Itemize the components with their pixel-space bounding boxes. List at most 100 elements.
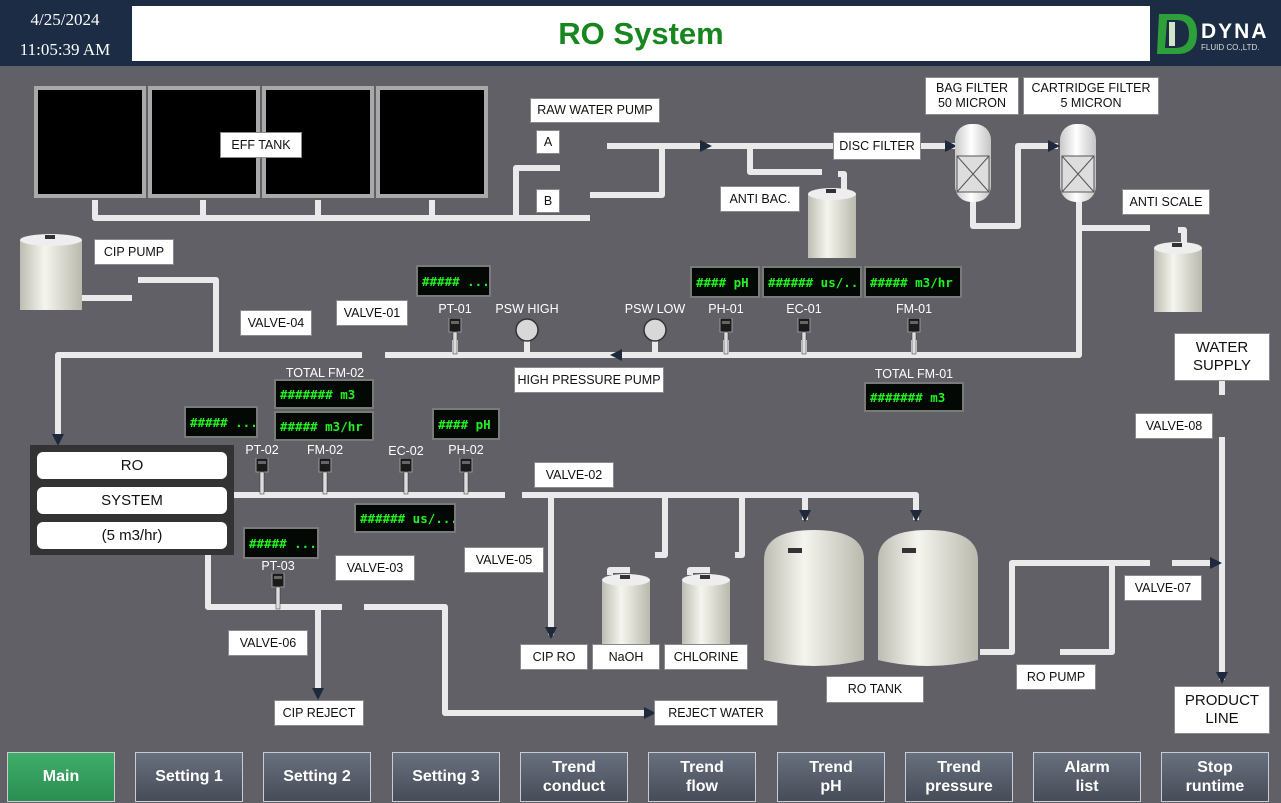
nav-main-button[interactable]: Main xyxy=(7,752,115,802)
dyna-logo: DYNA FLUID CO.,LTD. xyxy=(1153,8,1275,60)
bag-filter-label-line2: 50 MICRON xyxy=(937,96,1007,110)
ec-01-display: ###### us/... xyxy=(762,266,862,298)
cartridge-filter-label-line2: 5 MICRON xyxy=(1060,96,1122,110)
bag-filter-vessel xyxy=(955,124,991,202)
valve-02-button[interactable]: VALVE-02 xyxy=(534,462,614,488)
cartridge-filter-label-line1: CARTRIDGE FILTER xyxy=(1031,81,1151,95)
pt-02-tag: PT-02 xyxy=(245,443,279,457)
pump-a-button[interactable]: A xyxy=(536,130,560,154)
header-bar: 4/25/2024 11:05:39 AM RO System DYNA FLU… xyxy=(0,0,1281,66)
pt-03-sensor-icon xyxy=(271,573,285,610)
naoh-label: NaOH xyxy=(592,644,660,670)
ec-01-sensor-icon xyxy=(797,318,811,355)
psw-low-gauge xyxy=(643,318,667,342)
nav-trend-pressure-button[interactable]: Trend pressure xyxy=(905,752,1013,802)
anti-scale-tank xyxy=(1154,242,1202,312)
nav-trend-ph-button[interactable]: Trend pH xyxy=(777,752,885,802)
cip-ro-label: CIP RO xyxy=(520,644,588,670)
pt-03-display: ##### ... xyxy=(243,527,319,559)
total-fm-01-display: ####### m3 xyxy=(864,382,964,412)
product-line-line2: LINE xyxy=(1205,710,1239,727)
ec-02-sensor-icon xyxy=(399,458,413,495)
cip-tank xyxy=(20,234,82,310)
ph-01-display: #### pH xyxy=(690,266,760,298)
cartridge-filter-vessel xyxy=(1060,124,1096,202)
ro-system-line2: SYSTEM xyxy=(37,487,227,514)
fm-02-sensor-icon xyxy=(318,458,332,495)
valve-04-button[interactable]: VALVE-04 xyxy=(240,310,312,336)
cip-pump-label: CIP PUMP xyxy=(94,239,174,265)
valve-01-button[interactable]: VALVE-01 xyxy=(336,300,408,326)
nav-alarm-list-button[interactable]: Alarm list xyxy=(1033,752,1141,802)
nav-setting-3-button[interactable]: Setting 3 xyxy=(392,752,500,802)
nav-trend-conduct-button[interactable]: Trend conduct xyxy=(520,752,628,802)
reject-water-label: REJECT WATER xyxy=(654,700,778,726)
ec-02-display: ###### us/... xyxy=(354,503,456,533)
page-title: RO System xyxy=(132,6,1150,61)
anti-bac-label: ANTI BAC. xyxy=(720,186,800,212)
naoh-tank xyxy=(602,574,650,644)
ro-system-line1: RO xyxy=(37,452,227,479)
nav-setting-1-button[interactable]: Setting 1 xyxy=(135,752,243,802)
psw-low-tag: PSW LOW xyxy=(624,302,686,316)
time-text: 11:05:39 AM xyxy=(19,40,111,59)
valve-07-button[interactable]: VALVE-07 xyxy=(1124,575,1202,601)
ro-tank-label: RO TANK xyxy=(826,676,924,703)
ph-02-sensor-icon xyxy=(459,458,473,495)
date-text: 4/25/2024 xyxy=(30,10,100,29)
fm-01-tag: FM-01 xyxy=(895,302,933,316)
ro-pump-label: RO PUMP xyxy=(1016,664,1096,690)
total-fm-02-display: ####### m3 xyxy=(274,379,374,409)
nav-setting-2-button[interactable]: Setting 2 xyxy=(263,752,371,802)
cip-reject-label: CIP REJECT xyxy=(274,700,364,726)
flow-arrows xyxy=(52,140,1228,719)
pt-03-tag: PT-03 xyxy=(261,559,295,573)
psw-high-tag: PSW HIGH xyxy=(495,302,559,316)
logo-text: DYNA xyxy=(1201,20,1269,43)
pt-01-tag: PT-01 xyxy=(438,302,472,316)
valve-06-button[interactable]: VALVE-06 xyxy=(228,630,308,656)
raw-water-pump-label: RAW WATER PUMP xyxy=(530,98,660,123)
pt-02-sensor-icon xyxy=(255,458,269,495)
water-supply-line2: SUPPLY xyxy=(1192,357,1252,374)
ec-01-tag: EC-01 xyxy=(786,302,822,316)
fm-01-display: ##### m3/hr xyxy=(864,266,962,298)
high-pressure-pump-label: HIGH PRESSURE PUMP xyxy=(514,367,664,393)
anti-bac-tank xyxy=(808,188,856,258)
ro-system-panel[interactable]: RO SYSTEM (5 m3/hr) xyxy=(30,445,234,555)
eff-tank-1 xyxy=(34,86,146,198)
ph-01-sensor-icon xyxy=(719,318,733,355)
disc-filter-label: DISC FILTER xyxy=(833,132,921,160)
ro-tank-2 xyxy=(878,530,978,666)
pt-02-display: ##### ... xyxy=(184,406,258,438)
eff-tank-4 xyxy=(376,86,488,198)
valve-05-button[interactable]: VALVE-05 xyxy=(464,547,544,573)
psw-high-gauge xyxy=(515,318,539,342)
ph-02-tag: PH-02 xyxy=(448,443,484,457)
chlorine-label: CHLORINE xyxy=(664,644,748,670)
valve-03-button[interactable]: VALVE-03 xyxy=(335,555,415,581)
chlorine-tank xyxy=(682,574,730,644)
water-supply-line1: WATER xyxy=(1195,339,1249,356)
ec-02-tag: EC-02 xyxy=(388,444,424,458)
ro-system-capacity: (5 m3/hr) xyxy=(37,522,227,549)
bag-filter-label-line1: BAG FILTER xyxy=(935,81,1008,95)
total-fm-02-tag: TOTAL FM-02 xyxy=(285,366,365,380)
nav-stop-runtime-button[interactable]: Stop runtime xyxy=(1161,752,1269,802)
product-line-line1: PRODUCT xyxy=(1184,692,1260,709)
fm-02-display: ##### m3/hr xyxy=(274,411,374,441)
pump-b-button[interactable]: B xyxy=(536,189,560,213)
valve-08-button[interactable]: VALVE-08 xyxy=(1135,413,1213,439)
pt-01-sensor-icon xyxy=(448,318,462,355)
ro-tank-1 xyxy=(764,530,864,666)
nav-trend-flow-button[interactable]: Trend flow xyxy=(648,752,756,802)
ph-01-tag: PH-01 xyxy=(708,302,744,316)
anti-scale-label: ANTI SCALE xyxy=(1122,189,1210,215)
logo-subtext: FLUID CO.,LTD. xyxy=(1201,43,1260,52)
total-fm-01-tag: TOTAL FM-01 xyxy=(874,367,954,381)
pt-01-display: ##### ... xyxy=(416,265,491,297)
ph-02-display: #### pH xyxy=(432,408,500,440)
